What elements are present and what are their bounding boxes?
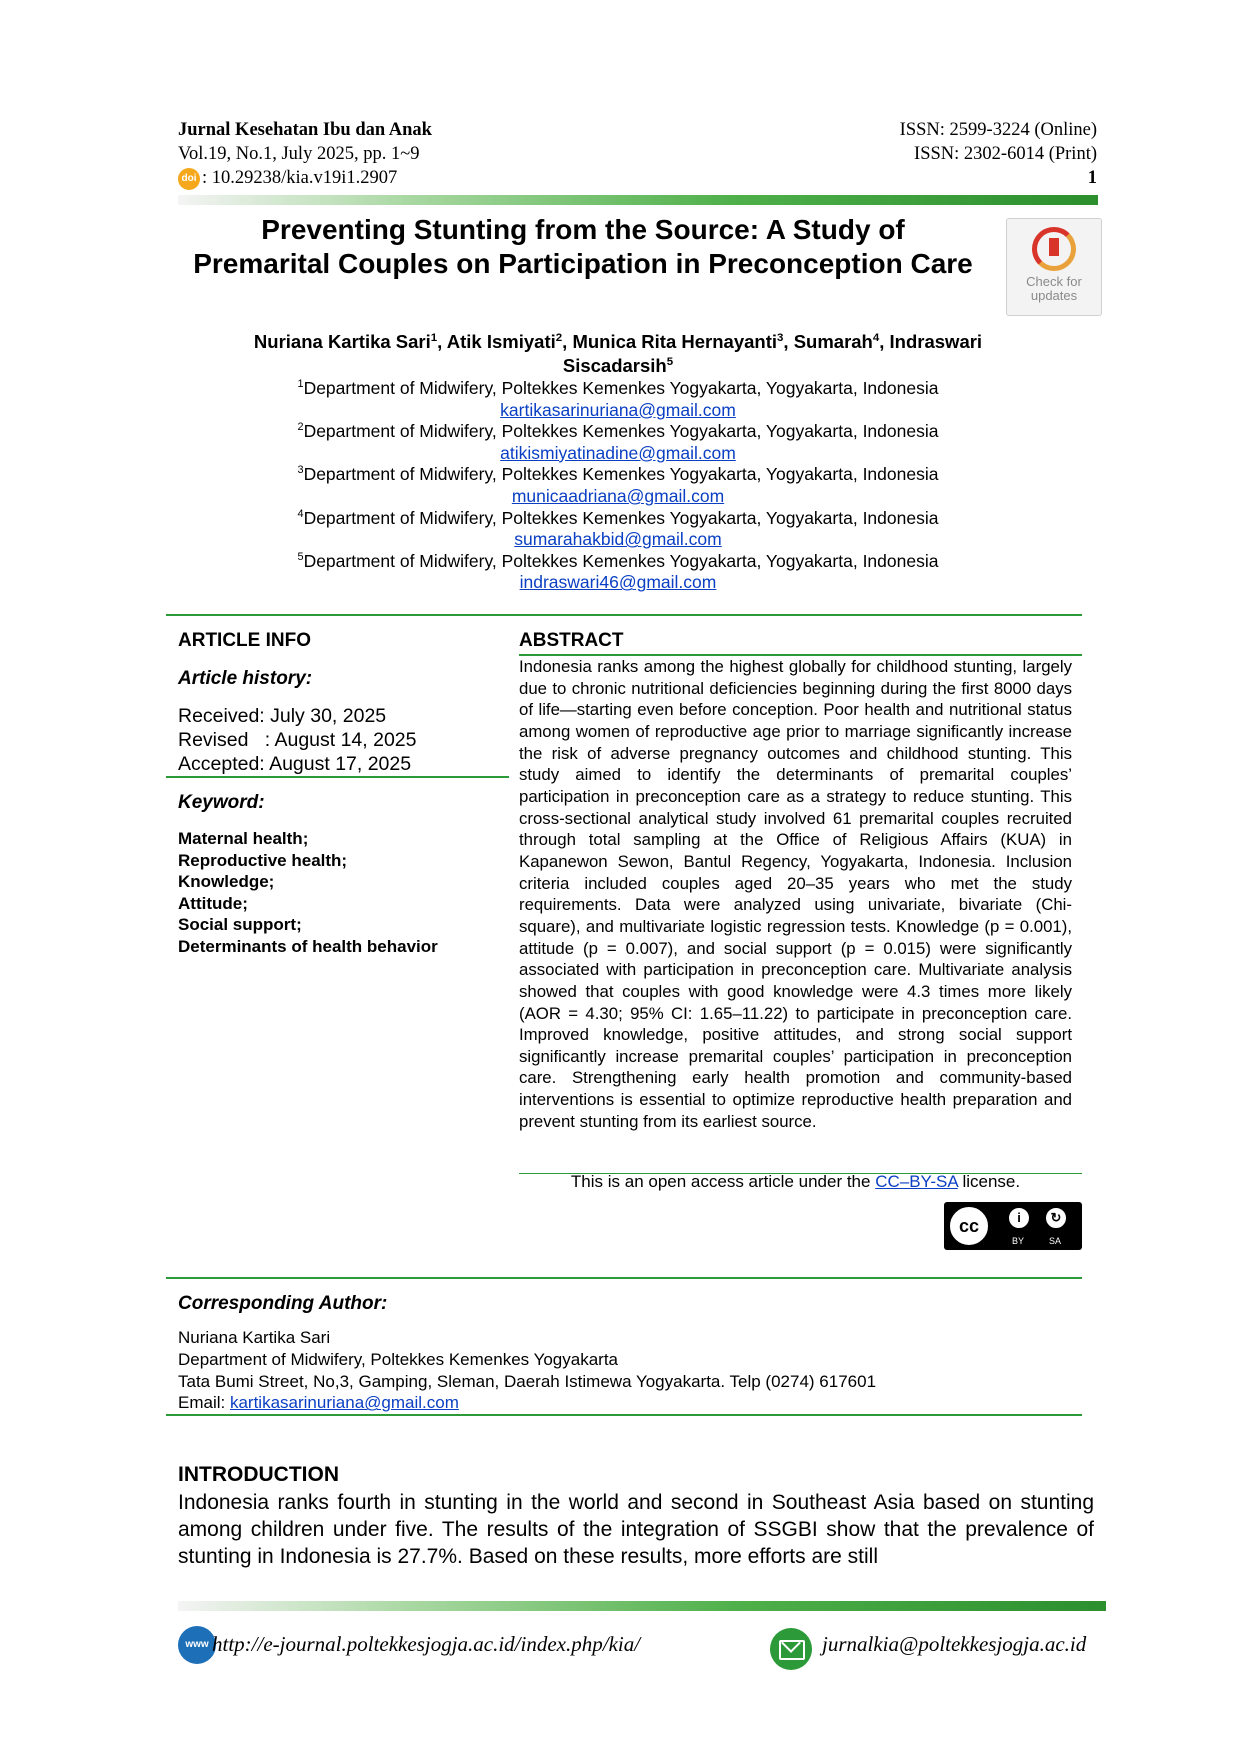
journal-volume: Vol.19, No.1, July 2025, pp. 1~9 bbox=[178, 144, 420, 164]
keyword: Maternal health; bbox=[178, 829, 309, 848]
mail-icon bbox=[770, 1628, 812, 1670]
issn-online: ISSN: 2599-3224 (Online) bbox=[899, 120, 1097, 140]
affiliation: 4Department of Midwifery, Poltekkes Keme… bbox=[297, 507, 939, 528]
doi-line: doi: 10.29238/kia.v19i1.2907 bbox=[178, 166, 432, 190]
author-list: Nuriana Kartika Sari1, Atik Ismiyati2, M… bbox=[253, 331, 983, 376]
abstract-divider bbox=[519, 654, 1082, 656]
history-divider bbox=[166, 776, 509, 778]
affiliation: 2Department of Midwifery, Poltekkes Keme… bbox=[297, 421, 939, 442]
corresponding-name: Nuriana Kartika Sari bbox=[178, 1328, 331, 1347]
paper-title: Preventing Stunting from the Source: A S… bbox=[178, 213, 988, 281]
cc-icon: cc bbox=[947, 1204, 991, 1248]
article-history: Received: July 30, 2025 Revised : August… bbox=[178, 704, 417, 776]
check-for-updates-button[interactable]: Check for updates bbox=[1006, 218, 1102, 316]
cc-by-sa-badge[interactable]: cc i ↻ BY SA bbox=[944, 1202, 1082, 1250]
article-info-heading: ARTICLE INFO bbox=[178, 630, 311, 651]
keyword: Knowledge; bbox=[178, 872, 275, 892]
journal-name: Jurnal Kesehatan Ibu dan Anak bbox=[178, 120, 432, 140]
introduction-text: Indonesia ranks fourth in stunting in th… bbox=[178, 1491, 1094, 1568]
page-number: 1 bbox=[1087, 168, 1097, 188]
author-email-link[interactable]: atikismiyatinadine@gmail.com bbox=[500, 442, 736, 463]
section-divider bbox=[166, 614, 1082, 616]
keyword-list: Maternal health; Reproductive health; Kn… bbox=[178, 828, 438, 958]
check-updates-label: Check for updates bbox=[1026, 274, 1082, 303]
sa-icon: ↻ bbox=[1043, 1205, 1069, 1231]
license-line: This is an open access article under the… bbox=[570, 1172, 1021, 1191]
section-divider bbox=[166, 1277, 1082, 1279]
affiliation-list: 1Department of Midwifery, Poltekkes Keme… bbox=[178, 378, 1058, 594]
author: Siscadarsih5 bbox=[562, 355, 674, 376]
keyword-heading: Keyword: bbox=[178, 792, 265, 813]
section-divider bbox=[166, 1414, 1082, 1416]
abstract-heading: ABSTRACT bbox=[519, 630, 624, 651]
journal-email[interactable]: jurnalkia@poltekkesjogja.ac.id bbox=[822, 1632, 1087, 1656]
corresponding-heading: Corresponding Author: bbox=[178, 1293, 388, 1314]
globe-icon: www bbox=[178, 1626, 216, 1664]
keyword: Social support; bbox=[178, 915, 302, 935]
author-email-link[interactable]: kartikasarinuriana@gmail.com bbox=[500, 399, 736, 420]
abstract-text: Indonesia ranks among the highest global… bbox=[519, 657, 1072, 1131]
accepted-date: Accepted: August 17, 2025 bbox=[178, 753, 412, 775]
doi-icon: doi bbox=[178, 167, 200, 190]
issn-print: ISSN: 2302-6014 (Print) bbox=[914, 144, 1097, 164]
keyword: Reproductive health; bbox=[178, 850, 348, 870]
author: Sumarah4 bbox=[793, 331, 880, 352]
journal-header: Jurnal Kesehatan Ibu dan Anak Vol.19, No… bbox=[178, 118, 432, 190]
title-line-2: Premarital Couples on Participation in P… bbox=[193, 248, 973, 279]
footer-divider bbox=[178, 1601, 1106, 1611]
affiliation: 3Department of Midwifery, Poltekkes Keme… bbox=[297, 464, 939, 485]
by-label: BY bbox=[1012, 1236, 1025, 1246]
journal-url[interactable]: http://e-journal.poltekkesjogja.ac.id/in… bbox=[212, 1632, 641, 1656]
abstract-end-divider bbox=[519, 1173, 1082, 1174]
header-divider bbox=[178, 195, 1098, 205]
affiliation: 5Department of Midwifery, Poltekkes Keme… bbox=[297, 550, 939, 571]
sa-label: SA bbox=[1049, 1236, 1062, 1246]
corresponding-author: Nuriana Kartika Sari Department of Midwi… bbox=[178, 1327, 876, 1414]
keyword: Attitude; bbox=[178, 893, 248, 913]
affiliation: 1Department of Midwifery, Poltekkes Keme… bbox=[297, 378, 939, 398]
author: Munica Rita Hernayanti3 bbox=[572, 331, 784, 352]
by-icon: i bbox=[1006, 1205, 1032, 1231]
corresponding-dept: Department of Midwifery, Poltekkes Kemen… bbox=[178, 1349, 619, 1369]
doi-text[interactable]: : 10.29238/kia.v19i1.2907 bbox=[202, 168, 398, 188]
corresponding-email-link[interactable]: kartikasarinuriana@gmail.com bbox=[229, 1393, 459, 1413]
issn-block: ISSN: 2599-3224 (Online) ISSN: 2302-6014… bbox=[900, 118, 1097, 190]
revised-date: Revised : August 14, 2025 bbox=[178, 729, 417, 751]
introduction-heading: INTRODUCTION bbox=[178, 1463, 339, 1486]
author-email-link[interactable]: indraswari46@gmail.com bbox=[519, 572, 717, 593]
author: Atik Ismiyati2 bbox=[446, 331, 563, 352]
author-email-link[interactable]: municaadriana@gmail.com bbox=[511, 485, 725, 506]
title-line-1: Preventing Stunting from the Source: A S… bbox=[261, 214, 905, 245]
author-email-link[interactable]: sumarahakbid@gmail.com bbox=[514, 529, 722, 550]
corresponding-email-line: Email: kartikasarinuriana@gmail.com bbox=[178, 1393, 459, 1413]
corresponding-address: Tata Bumi Street, No,3, Gamping, Sleman,… bbox=[178, 1371, 877, 1391]
author: Nuriana Kartika Sari1 bbox=[253, 331, 438, 352]
bookmark-icon bbox=[1032, 227, 1076, 271]
received-date: Received: July 30, 2025 bbox=[178, 705, 387, 727]
history-heading: Article history: bbox=[178, 668, 313, 689]
keyword: Determinants of health behavior bbox=[178, 936, 438, 956]
license-link[interactable]: CC–BY-SA bbox=[875, 1172, 958, 1191]
author: Indraswari bbox=[889, 331, 983, 352]
